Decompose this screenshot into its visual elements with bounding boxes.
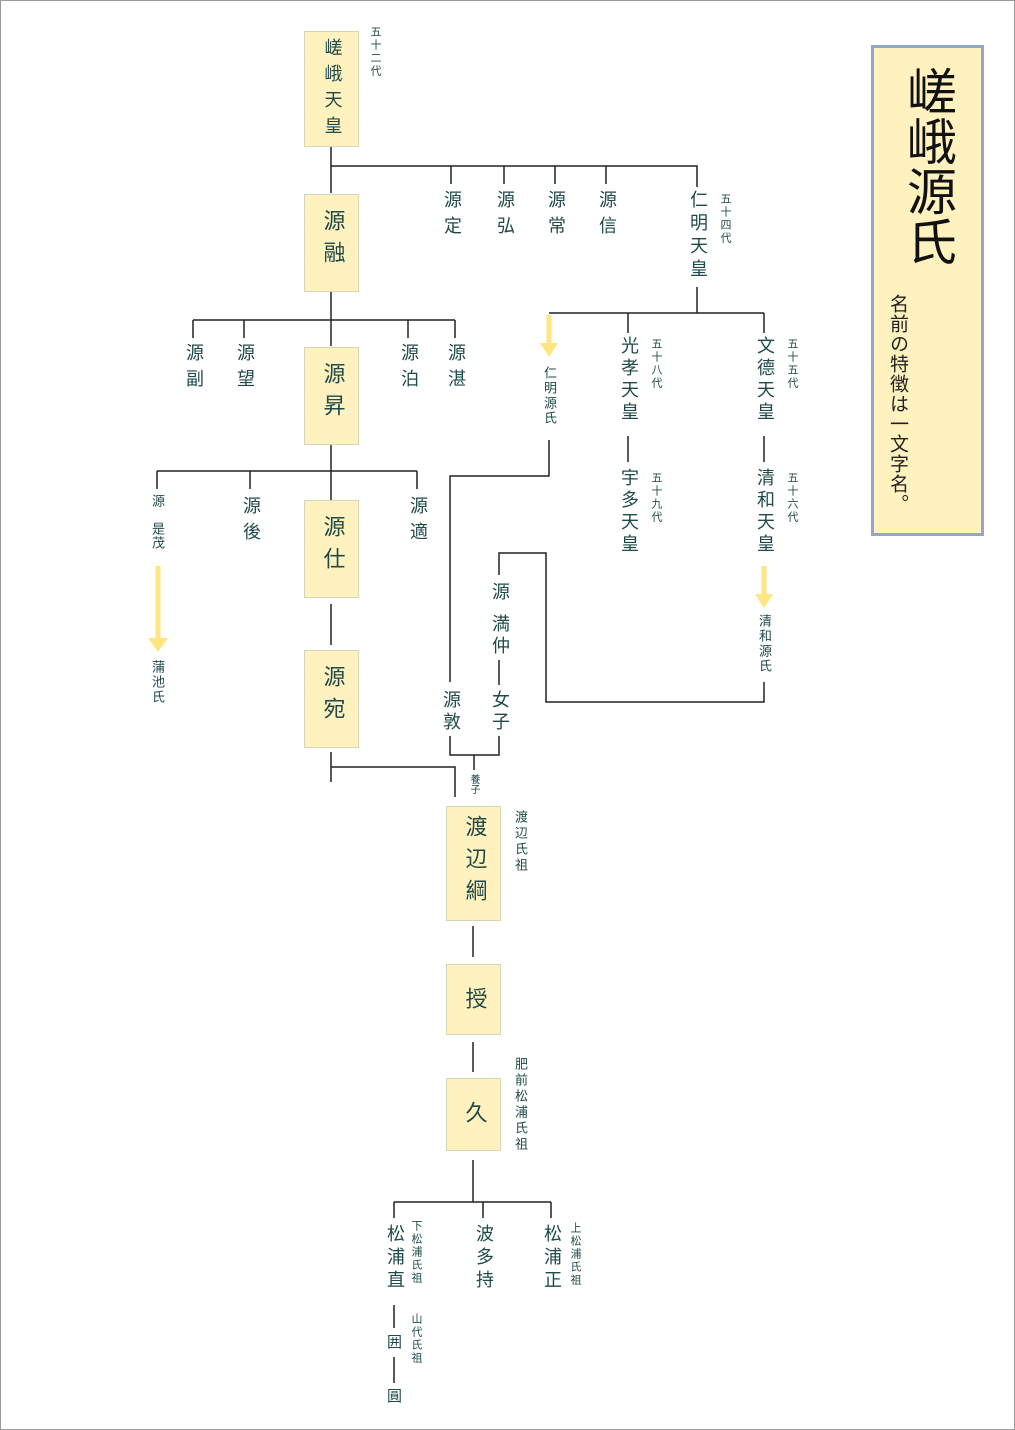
node-hiromu: 源弘 [494,190,515,242]
node-tokiwa: 源常 [545,190,566,242]
node-mitsunaka-surname: 源 [489,582,510,608]
node-sazuku-box: 授 [446,964,501,1035]
node-seiwa-generation: 五十六代 [786,472,799,524]
node-saga-generation: 五十二代 [369,26,382,78]
node-mitsunaka-name: 満仲 [489,614,510,658]
node-seiwa: 清和天皇 [754,468,775,556]
node-ninmyo-genji: 仁明源氏 [541,366,556,426]
node-sadamu: 源定 [441,190,462,242]
node-koremochi-name: 是茂 [149,522,164,550]
node-montoku: 文德天皇 [754,336,775,424]
node-koremochi-surname: 源 [149,494,164,510]
node-tsukau: 源仕 [319,515,345,579]
node-montoku-generation: 五十五代 [786,338,799,390]
node-uda: 宇多天皇 [618,468,639,556]
node-toru-box: 源融 [304,194,359,292]
node-tatau: 源湛 [445,343,466,395]
node-tadashi-note: 上松浦氏祖 [569,1222,582,1287]
node-nao-note-2: 山代氏祖 [410,1313,423,1365]
node-nao-note: 下松浦氏祖 [410,1220,423,1285]
node-hisashi-box: 久 [446,1078,501,1151]
node-nao: 松浦直 [384,1224,405,1293]
node-hisashi-note: 肥前松浦氏祖 [512,1057,527,1153]
node-yoshi-label: 養子 [468,774,479,794]
node-ninmyo: 仁明天皇 [687,190,708,282]
node-koko: 光孝天皇 [618,336,639,424]
node-nochi: 源後 [240,496,261,548]
node-tsuna-box: 渡辺綱 [446,806,501,921]
node-ataru: 源宛 [319,665,345,729]
node-kamachi: 蒲池氏 [149,660,164,705]
node-tomaru: 源泊 [398,343,419,395]
node-saga-box: 嵯峨天皇 [304,31,359,147]
node-ataru-box: 源宛 [304,650,359,748]
node-madoka: 圓 [385,1388,403,1406]
node-kanau: 源適 [407,496,428,548]
node-nozomu: 源望 [234,343,255,395]
node-tadashi: 松浦正 [541,1224,562,1293]
node-tsukau-box: 源仕 [304,500,359,598]
node-makoto: 源信 [596,190,617,242]
node-hisashi: 久 [461,1101,487,1133]
node-atsushi: 源敦 [440,690,461,734]
node-uda-generation: 五十九代 [650,472,663,524]
node-noboru: 源昇 [319,362,345,426]
node-tamotsu: 波多持 [473,1224,494,1293]
node-tsuna-note: 渡辺氏祖 [512,810,527,874]
node-tsuna: 渡辺綱 [461,815,487,911]
title-box: 嵯峨源氏 名前の特徴は一文字名。 [871,45,984,536]
node-toru: 源融 [319,209,345,273]
node-soe: 源副 [183,343,204,395]
node-seiwa-genji: 清和源氏 [756,614,771,674]
node-kakomu: 囲 [385,1334,403,1352]
node-sazuku: 授 [461,987,487,1019]
node-joshi: 女子 [489,690,510,734]
node-noboru-box: 源昇 [304,347,359,445]
node-saga: 嵯峨天皇 [321,38,343,142]
page-subtitle: 名前の特徴は一文字名。 [887,294,909,514]
node-koko-generation: 五十八代 [650,338,663,390]
node-ninmyo-generation: 五十四代 [719,193,732,245]
page-title: 嵯峨源氏 [899,66,957,266]
